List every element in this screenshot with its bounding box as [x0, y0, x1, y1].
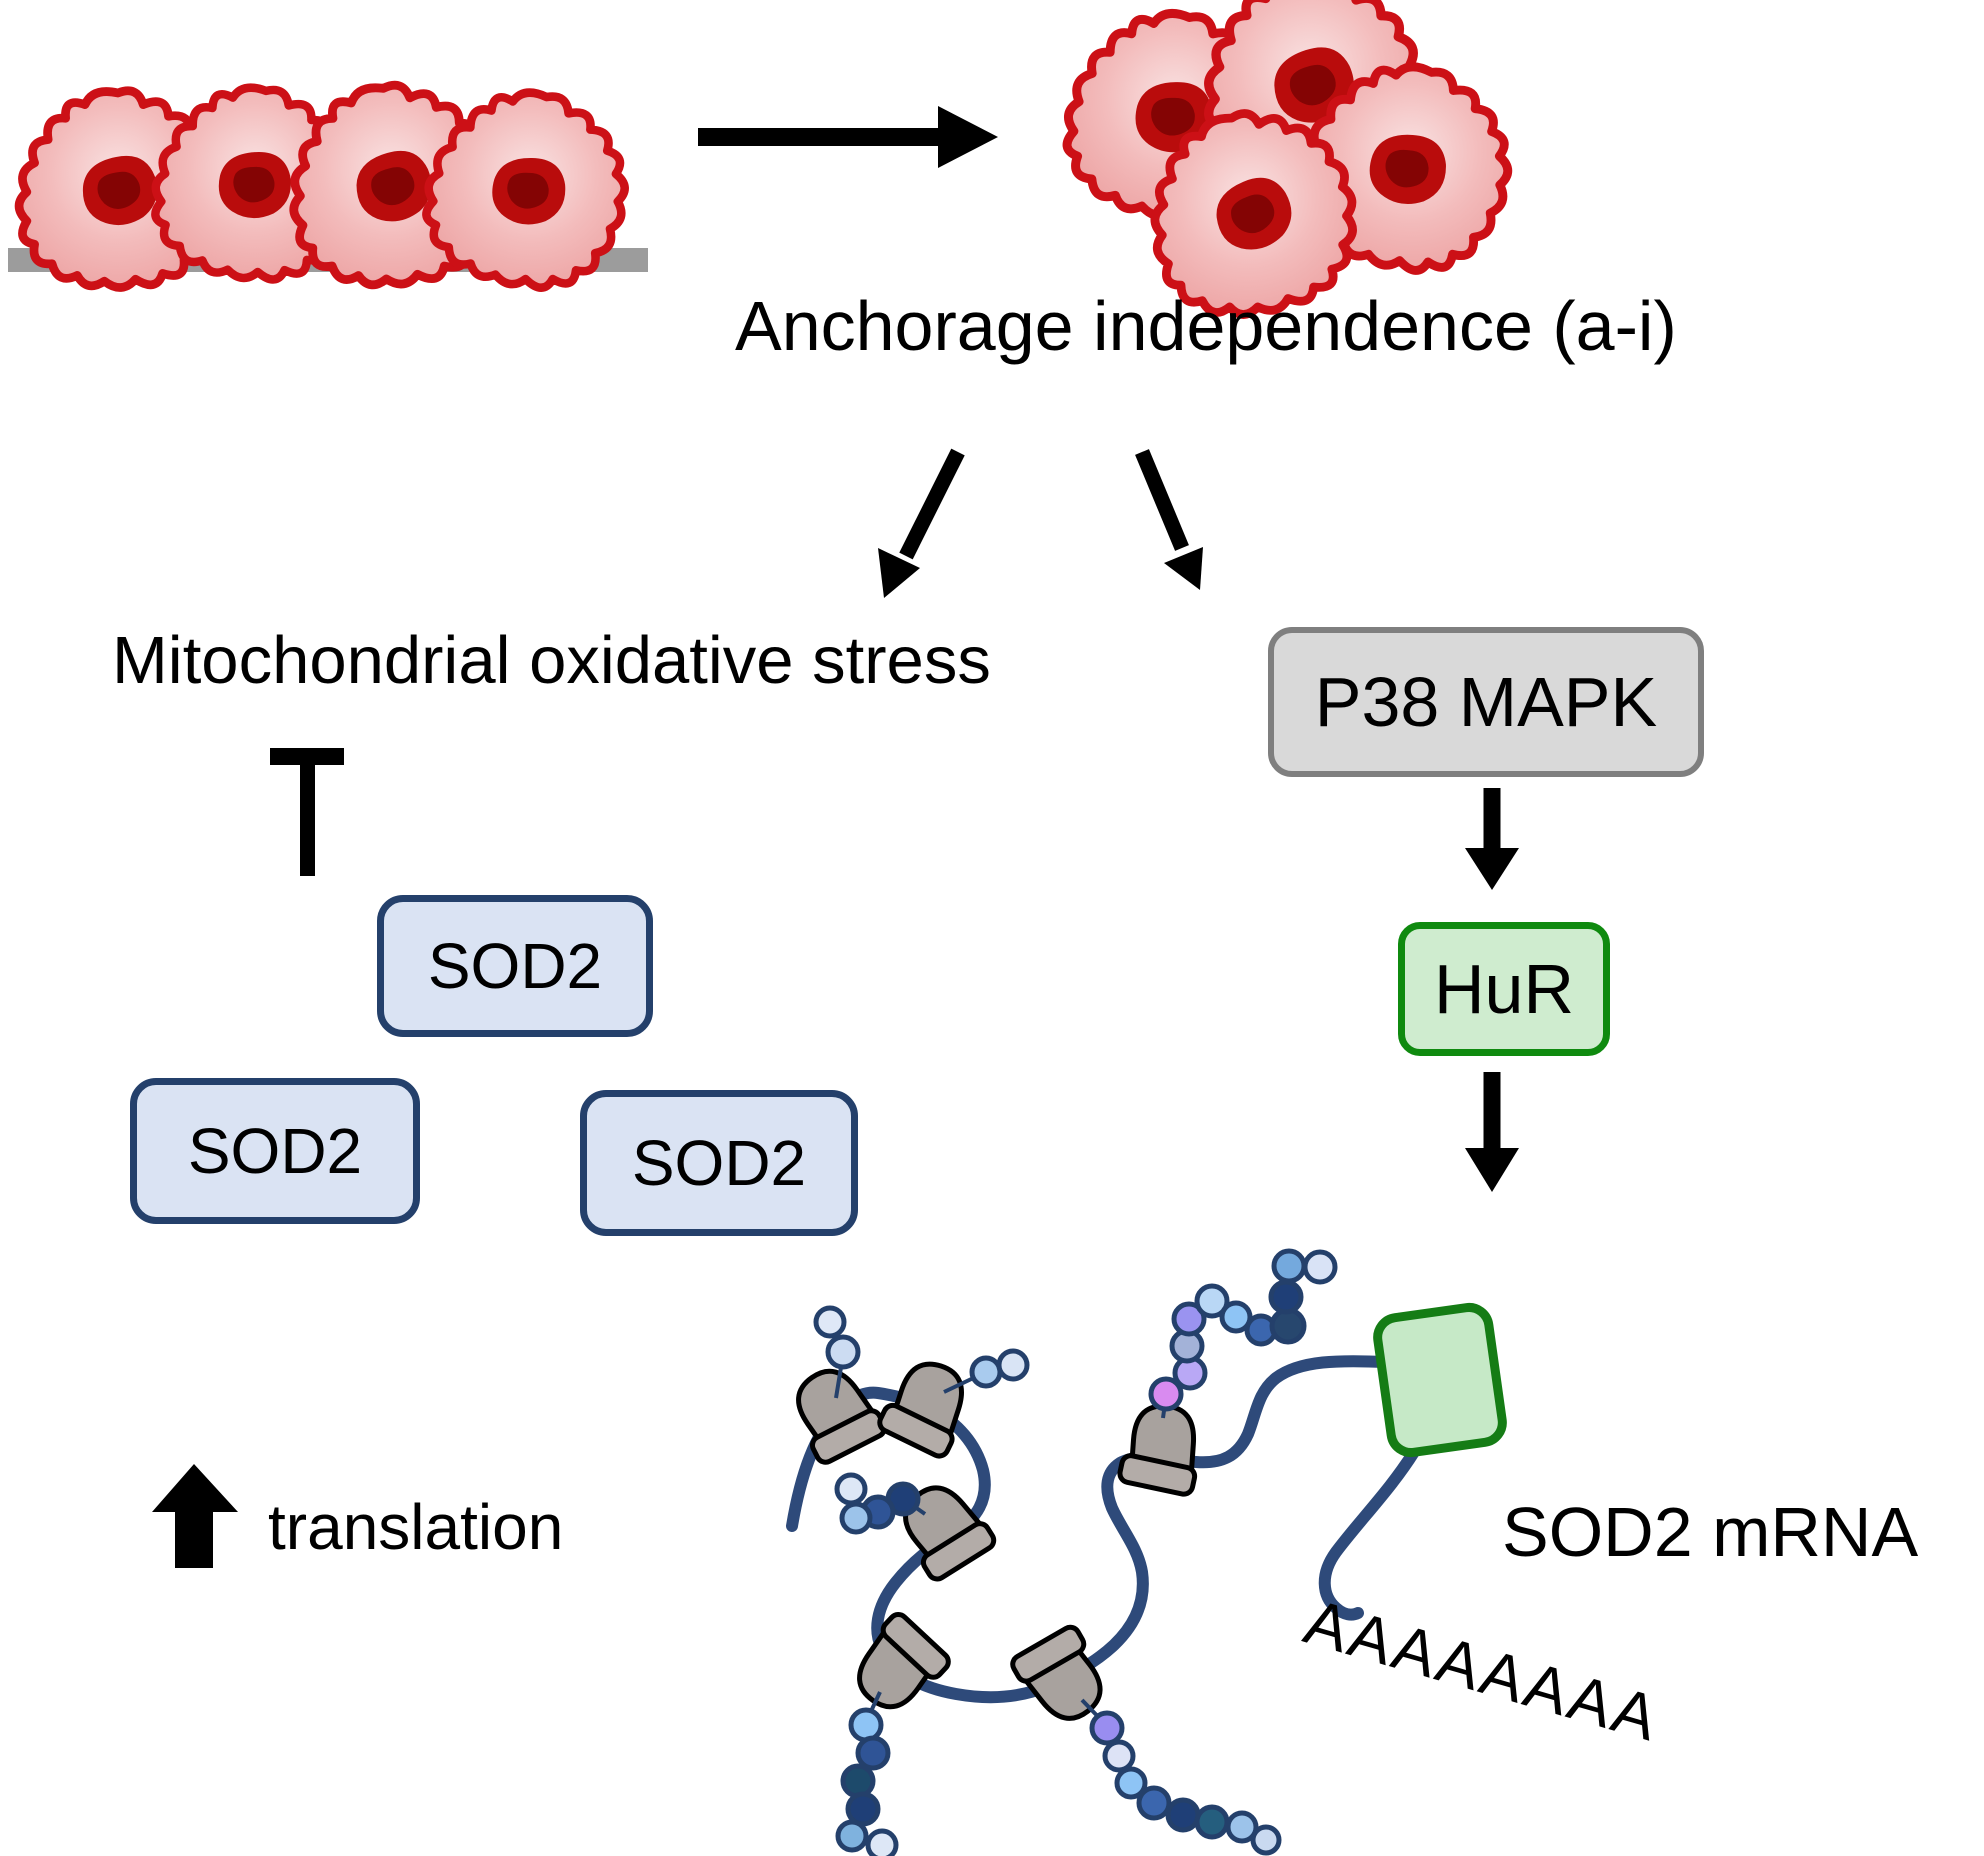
p38-mapk-node: P38 MAPK	[1268, 627, 1704, 777]
t-bar-inhibition-icon	[270, 748, 344, 876]
adherent-cells-illustration	[19, 75, 642, 304]
sod2-label: SOD2	[631, 1127, 807, 1199]
polypeptide-bead-chain	[834, 1472, 927, 1535]
diagonal-arrow-left-icon	[878, 448, 965, 598]
hur-node: HuR	[1398, 922, 1610, 1056]
diagonal-arrow-right-icon	[1135, 449, 1203, 590]
arrow-up-icon	[152, 1464, 238, 1568]
sod2-mrna-label: SOD2 mRNA	[1502, 1493, 1919, 1571]
polypeptide-bead-chain	[813, 1305, 861, 1399]
floating-cell-cluster-illustration	[1054, 0, 1530, 331]
hur-protein-on-mrna	[1373, 1302, 1507, 1458]
hur-label: HuR	[1433, 950, 1575, 1028]
sod2-node-top: SOD2	[377, 895, 653, 1037]
mitochondrial-oxidative-stress-label: Mitochondrial oxidative stress	[112, 623, 991, 698]
ribosome-icon	[844, 1609, 957, 1725]
anchorage-independence-label: Anchorage independence (a-i)	[735, 287, 1677, 365]
ribosome-icon	[1118, 1403, 1201, 1496]
translation-label: translation	[268, 1491, 564, 1563]
polypeptide-bead-chain	[1080, 1698, 1282, 1856]
polypeptide-bead-chain	[943, 1348, 1030, 1394]
sod2-node-left: SOD2	[130, 1078, 420, 1224]
mrna-strand-3prime	[1318, 1446, 1420, 1621]
ribosome-icon	[874, 1353, 974, 1460]
sod2-label: SOD2	[187, 1115, 363, 1187]
arrow-right-icon	[698, 106, 998, 168]
p38-mapk-label: P38 MAPK	[1314, 663, 1658, 741]
sod2-label: SOD2	[427, 930, 603, 1002]
polypeptide-bead-chain	[1148, 1248, 1338, 1419]
arrow-down-icon	[1465, 1072, 1519, 1192]
mrna-illustration	[777, 1248, 1507, 1856]
ribosome-icon	[777, 1358, 890, 1474]
sod2-node-right: SOD2	[580, 1090, 858, 1236]
arrow-down-icon	[1465, 788, 1519, 890]
polypeptide-bead-chain	[835, 1691, 899, 1856]
